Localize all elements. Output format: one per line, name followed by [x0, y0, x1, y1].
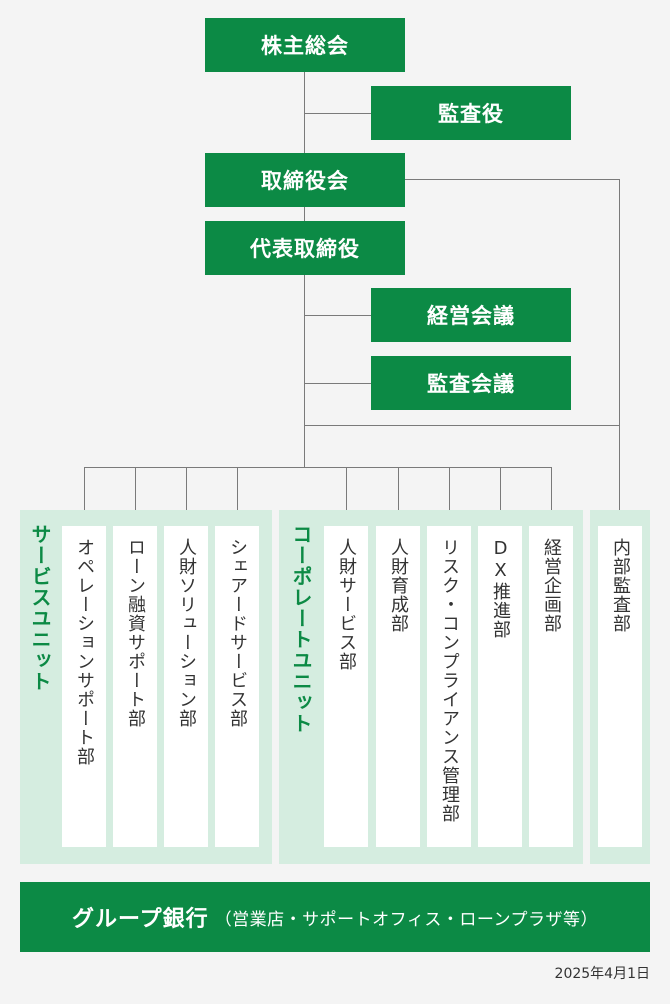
department-label: ローン融資サポート部	[125, 538, 146, 728]
department-label: 内部監査部	[610, 538, 631, 633]
management-meeting-node: 経営会議	[371, 288, 571, 342]
drop-line	[186, 467, 187, 526]
group-bank-name: グループ銀行	[72, 907, 209, 932]
department-label: オペレーションサポート部	[74, 538, 95, 766]
department-box: DX推進部	[478, 526, 522, 847]
trunk-line-mid	[304, 207, 305, 221]
drop-line	[449, 467, 450, 526]
department-box: 人財育成部	[376, 526, 420, 847]
trunk-line-top	[304, 72, 305, 153]
drop-line	[398, 467, 399, 526]
service-unit-title: サービスユニット	[28, 524, 52, 692]
internal-audit-branch	[304, 425, 619, 426]
board-audit-connector	[405, 179, 619, 180]
department-label: リスク・コンプライアンス管理部	[439, 538, 460, 823]
department-box: 経営企画部	[529, 526, 573, 847]
department-box: オペレーションサポート部	[62, 526, 106, 847]
auditors-node: 監査役	[371, 86, 571, 140]
audit-meeting-node: 監査会議	[371, 356, 571, 410]
drop-line	[551, 467, 552, 526]
internal-audit-box: 内部監査部	[598, 526, 642, 847]
president-node: 代表取締役	[205, 221, 405, 275]
department-label: シェアードサービス部	[227, 538, 248, 728]
group-bank-bar: グループ銀行 （営業店・サポートオフィス・ローンプラザ等）	[20, 882, 650, 952]
drop-line	[237, 467, 238, 526]
audit-meeting-connector	[304, 383, 371, 384]
board-node: 取締役会	[205, 153, 405, 207]
group-bank-detail: （営業店・サポートオフィス・ローンプラザ等）	[214, 909, 598, 930]
shareholders-node: 株主総会	[205, 18, 405, 72]
drop-line	[135, 467, 136, 526]
department-box: ローン融資サポート部	[113, 526, 157, 847]
department-bus-line	[84, 467, 552, 468]
drop-line	[346, 467, 347, 526]
trunk-line-bottom	[304, 275, 305, 467]
department-label: 人財ソリューション部	[176, 538, 197, 728]
department-label: DX推進部	[490, 538, 511, 639]
management-meeting-connector	[304, 315, 371, 316]
department-label: 人財サービス部	[336, 538, 357, 671]
department-label: 経営企画部	[541, 538, 562, 633]
effective-date: 2025年4月1日	[554, 966, 650, 982]
department-box: 人財サービス部	[324, 526, 368, 847]
department-box: リスク・コンプライアンス管理部	[427, 526, 471, 847]
department-box: 人財ソリューション部	[164, 526, 208, 847]
drop-line	[500, 467, 501, 526]
drop-line	[84, 467, 85, 526]
department-box: シェアードサービス部	[215, 526, 259, 847]
department-label: 人財育成部	[388, 538, 409, 633]
corporate-unit-title: コーポレートユニット	[289, 524, 313, 734]
auditors-connector	[304, 113, 371, 114]
internal-audit-line	[619, 179, 620, 526]
